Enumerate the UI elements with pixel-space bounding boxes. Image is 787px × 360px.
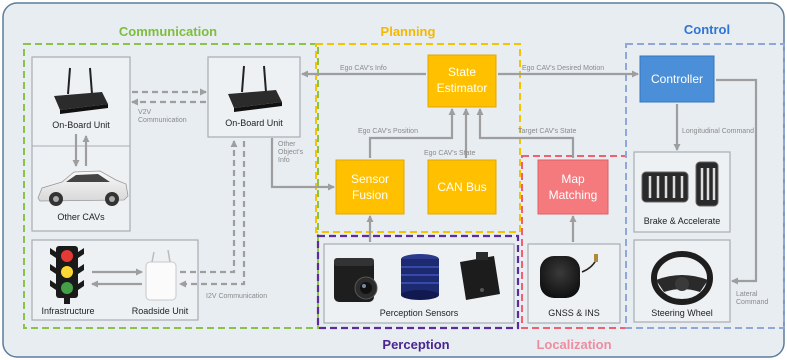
control-region xyxy=(625,43,785,329)
perception-sensors-label: Perception Sensors xyxy=(380,308,459,318)
other-objects-label-3: Info xyxy=(278,157,290,164)
router-left-icon xyxy=(54,67,108,114)
state-estimator-line1: State xyxy=(448,65,476,79)
lidar-icon xyxy=(401,254,439,300)
gnss-label: GNSS & INS xyxy=(548,308,600,318)
v2v-label-2: Communication xyxy=(138,117,187,124)
radar-icon xyxy=(460,252,500,300)
arrows xyxy=(72,70,758,288)
state-estimator-line2: Estimator xyxy=(437,81,488,95)
steering-wheel-icon xyxy=(651,251,713,305)
other-objects-label-2: Object's xyxy=(278,149,304,156)
obu-left-label: On-Board Unit xyxy=(52,120,110,130)
i2v-label: I2V Communication xyxy=(206,293,267,300)
sensor-fusion-line1: Sensor xyxy=(351,172,389,186)
section-title-planning: Planning xyxy=(381,24,436,39)
traffic-light-icon xyxy=(50,246,84,304)
camera-icon xyxy=(334,258,378,302)
section-title-communication: Communication xyxy=(119,24,217,39)
other-objects-label-1: Other xyxy=(278,141,296,148)
brake-accelerate-label: Brake & Accelerate xyxy=(644,216,721,226)
infrastructure-label: Infrastructure xyxy=(41,306,94,316)
sensor-fusion-line2: Fusion xyxy=(352,188,388,202)
ego-position-label: Ego CAV's Position xyxy=(358,128,418,135)
obu-right-label: On-Board Unit xyxy=(225,118,283,128)
map-matching-line2: Matching xyxy=(549,188,598,202)
lateral-label-1: Lateral xyxy=(736,291,758,298)
ego-info-label: Ego CAV's Info xyxy=(340,65,387,72)
v2v-label-1: V2V xyxy=(138,109,152,116)
target-state-label: Target CAV's State xyxy=(518,128,577,135)
gnss-antenna-icon xyxy=(540,254,598,298)
map-matching-box xyxy=(537,159,609,215)
state-estimator-box xyxy=(427,54,497,108)
controller-box xyxy=(639,55,715,103)
lateral-label-2: Command xyxy=(736,299,768,306)
perception-region xyxy=(316,234,520,330)
router-right-icon xyxy=(228,65,282,112)
section-title-localization: Localization xyxy=(536,337,611,352)
longitudinal-label: Longitudinal Command xyxy=(682,128,754,135)
can-bus-label: CAN Bus xyxy=(437,180,486,194)
ego-state-label: Ego CAV's State xyxy=(424,150,476,157)
sensor-fusion-box xyxy=(335,159,405,215)
pedals-icon xyxy=(641,161,719,207)
section-title-perception: Perception xyxy=(382,337,449,352)
car-icon xyxy=(37,170,129,206)
arrow-labels: V2V Communication I2V Communication Othe… xyxy=(138,65,768,306)
can-bus-box xyxy=(427,159,497,215)
roadside-unit-label: Roadside Unit xyxy=(132,306,189,316)
desired-motion-label: Ego CAV's Desired Motion xyxy=(522,65,604,72)
section-title-control: Control xyxy=(684,22,730,37)
steering-wheel-label: Steering Wheel xyxy=(651,308,713,318)
map-matching-line1: Map xyxy=(561,172,585,186)
roadside-unit-icon xyxy=(145,249,177,301)
controller-label: Controller xyxy=(651,72,703,86)
other-cavs-label: Other CAVs xyxy=(57,212,105,222)
